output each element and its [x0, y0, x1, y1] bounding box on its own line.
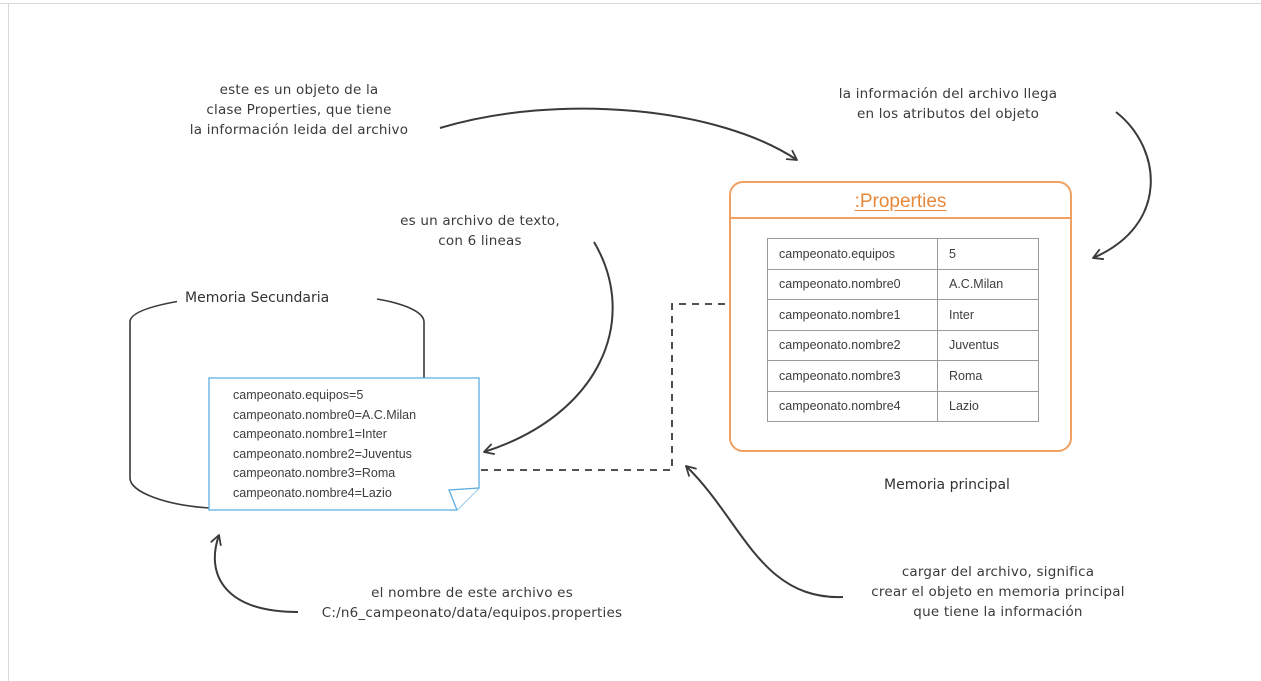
attribute-value: Inter — [937, 299, 1039, 331]
file-line: campeonato.nombre4=Lazio — [233, 485, 392, 500]
attribute-value: 5 — [937, 238, 1039, 270]
attribute-key: campeonato.nombre0 — [767, 268, 938, 300]
secondary-memory-label: Memoria Secundaria — [177, 290, 338, 306]
attribute-key: campeonato.nombre4 — [767, 390, 938, 422]
main-memory-label: Memoria principal — [884, 477, 1010, 493]
text-file-content: campeonato.equipos=5 campeonato.nombre0=… — [209, 378, 479, 510]
note-line: en los atributos del objeto — [856, 106, 1040, 122]
text-file-document — [208, 377, 480, 511]
note-line: que tiene la información — [913, 604, 1083, 620]
table-row: campeonato.nombre2 Juventus — [767, 329, 1039, 361]
attribute-key: campeonato.equipos — [767, 238, 938, 270]
attribute-value: Lazio — [937, 390, 1039, 422]
note-line: la información leida del archivo — [189, 122, 409, 138]
frame-left-border — [8, 3, 9, 681]
arrow-attributes-note — [1092, 111, 1152, 260]
file-line: campeonato.nombre2=Juventus — [233, 446, 412, 461]
note-line: con 6 lineas — [438, 233, 522, 249]
note-line: clase Properties, que tiene — [206, 102, 392, 118]
properties-object-title: :Properties — [854, 191, 947, 212]
note-load: cargar del archivo, significa crear el o… — [838, 562, 1158, 622]
properties-attribute-table: campeonato.equipos 5 campeonato.nombre0 … — [767, 238, 1039, 422]
arrow-text-file-note — [483, 241, 614, 455]
table-row: campeonato.nombre1 Inter — [767, 299, 1039, 331]
note-file-name: el nombre de este archivo es C:/n6_campe… — [312, 583, 632, 623]
properties-object-box: :Properties campeonato.equipos 5 campeon… — [729, 181, 1072, 452]
load-dashed-connector — [481, 298, 755, 471]
note-line: la información del archivo llega — [838, 86, 1058, 102]
note-properties-object: este es un objeto de la clase Properties… — [163, 80, 435, 140]
note-line: C:/n6_campeonato/data/equipos.properties — [321, 605, 623, 621]
attribute-key: campeonato.nombre3 — [767, 360, 938, 392]
attribute-value: Roma — [937, 360, 1039, 392]
attribute-value: A.C.Milan — [937, 268, 1039, 300]
note-line: crear el objeto en memoria principal — [871, 584, 1125, 600]
file-line: campeonato.equipos=5 — [233, 388, 364, 402]
table-row: campeonato.equipos 5 — [767, 238, 1039, 270]
note-line: el nombre de este archivo es — [371, 585, 573, 601]
secondary-memory-cylinder — [129, 298, 425, 509]
file-line: campeonato.nombre0=A.C.Milan — [233, 407, 417, 422]
note-line: cargar del archivo, significa — [901, 564, 1095, 580]
table-row: campeonato.nombre4 Lazio — [767, 390, 1039, 422]
properties-title-divider — [731, 217, 1070, 219]
frame-top-border — [0, 3, 1261, 4]
note-text-file: es un archivo de texto, con 6 lineas — [380, 211, 580, 251]
arrow-file-name-note — [210, 534, 299, 613]
attribute-key: campeonato.nombre2 — [767, 329, 938, 361]
note-attributes: la información del archivo llega en los … — [812, 84, 1084, 124]
arrow-properties-note — [439, 107, 798, 161]
note-line: es un archivo de texto, — [400, 213, 560, 229]
table-row: campeonato.nombre3 Roma — [767, 360, 1039, 392]
attribute-value: Juventus — [937, 329, 1039, 361]
attribute-key: campeonato.nombre1 — [767, 299, 938, 331]
table-row: campeonato.nombre0 A.C.Milan — [767, 268, 1039, 300]
arrow-load-note — [685, 465, 844, 599]
note-line: este es un objeto de la — [219, 82, 379, 98]
file-line: campeonato.nombre3=Roma — [233, 466, 396, 480]
file-line: campeonato.nombre1=Inter — [233, 427, 387, 441]
